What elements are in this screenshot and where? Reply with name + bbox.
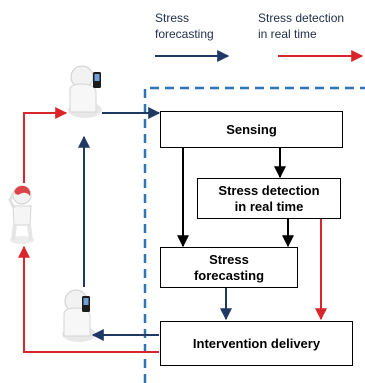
- legend-detect-line1: Stress detection: [258, 11, 345, 25]
- person-bottom-icon: [62, 289, 96, 342]
- intervention-delivery-box: Intervention delivery: [160, 321, 353, 366]
- intervention-delivery-label: Intervention delivery: [192, 335, 321, 351]
- arrow-intervention-to-stressed-person: [18, 245, 159, 353]
- person-top-icon: [68, 65, 102, 118]
- arrow-stressed-person-to-person-top: [23, 107, 68, 183]
- stress-detection-line1: Stress detection: [218, 182, 320, 198]
- sensing-label: Sensing: [226, 121, 277, 137]
- stress-detection-line2: in real time: [234, 198, 304, 214]
- stress-forecasting-box: Stress forecasting: [160, 247, 298, 288]
- legend-detect-label: Stress detection in real time: [258, 10, 344, 42]
- legend-forecast-line1: Stress: [155, 11, 190, 25]
- legend-detect-line2: in real time: [258, 27, 317, 41]
- stress-forecasting-line1: Stress: [209, 251, 249, 267]
- legend-forecast-line2: forecasting: [155, 27, 214, 41]
- system-boundary: [143, 86, 365, 383]
- sensing-box: Sensing: [160, 111, 343, 148]
- stressed-person-icon: [8, 185, 34, 244]
- stress-forecasting-line2: forecasting: [193, 267, 265, 283]
- stress-detection-box: Stress detection in real time: [197, 178, 341, 219]
- legend-forecast-label: Stress forecasting: [155, 10, 214, 42]
